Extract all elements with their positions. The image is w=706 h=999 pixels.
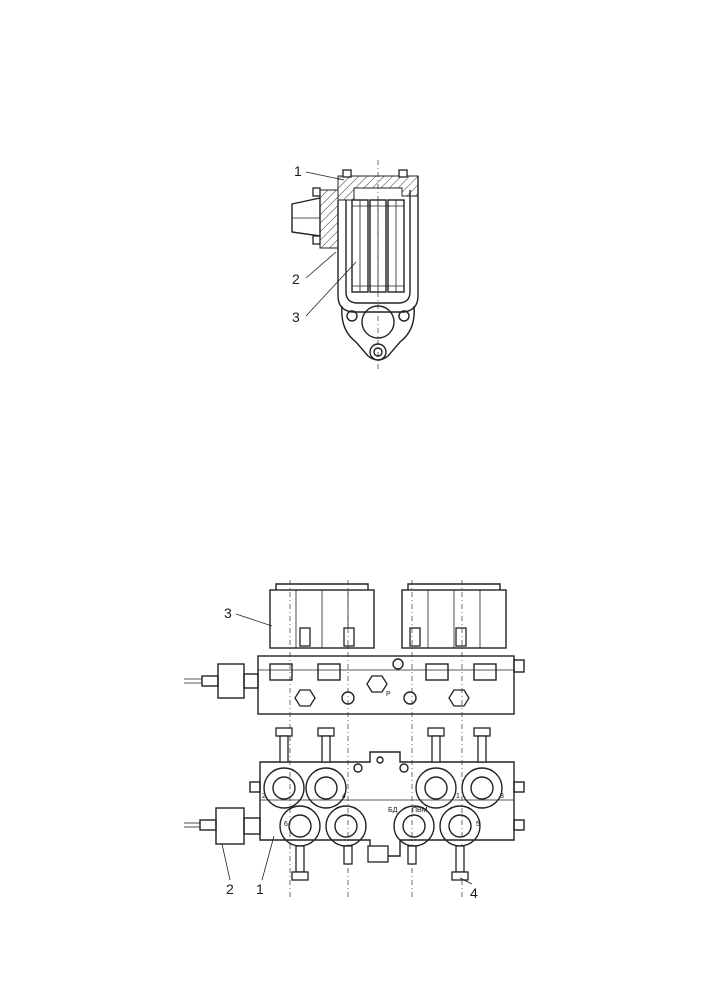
top-fittings xyxy=(275,727,491,763)
callout-2-top: 2 xyxy=(292,271,300,287)
callout-3-bottom: 3 xyxy=(224,605,232,621)
upper-ports xyxy=(263,767,503,809)
port-label-2: 2 xyxy=(262,793,266,800)
filter-cross-section xyxy=(291,160,419,370)
callout-2-bottom: 2 xyxy=(226,881,234,897)
port-label-4: 4 xyxy=(342,793,346,800)
solenoid-group-left xyxy=(269,583,375,649)
engraving-bd: БД xyxy=(388,807,398,814)
port-label-6: 6 xyxy=(284,821,288,828)
valve-block-front-view xyxy=(184,727,525,885)
engraving-p: P xyxy=(386,691,391,698)
valve-block-side-view xyxy=(184,580,525,900)
bottom-fittings xyxy=(291,845,469,881)
port-label-1: 1 xyxy=(456,793,460,800)
callout-1-bottom: 1 xyxy=(256,881,264,897)
callout-1-top: 1 xyxy=(294,163,302,179)
port-label-3: 3 xyxy=(500,793,504,800)
callout-3-top: 3 xyxy=(292,309,300,325)
engraving-pvm: ПВМ xyxy=(412,807,428,814)
port-label-5: 5 xyxy=(476,821,480,828)
callout-4-bottom: 4 xyxy=(470,885,478,901)
solenoid-group-right xyxy=(401,583,507,649)
